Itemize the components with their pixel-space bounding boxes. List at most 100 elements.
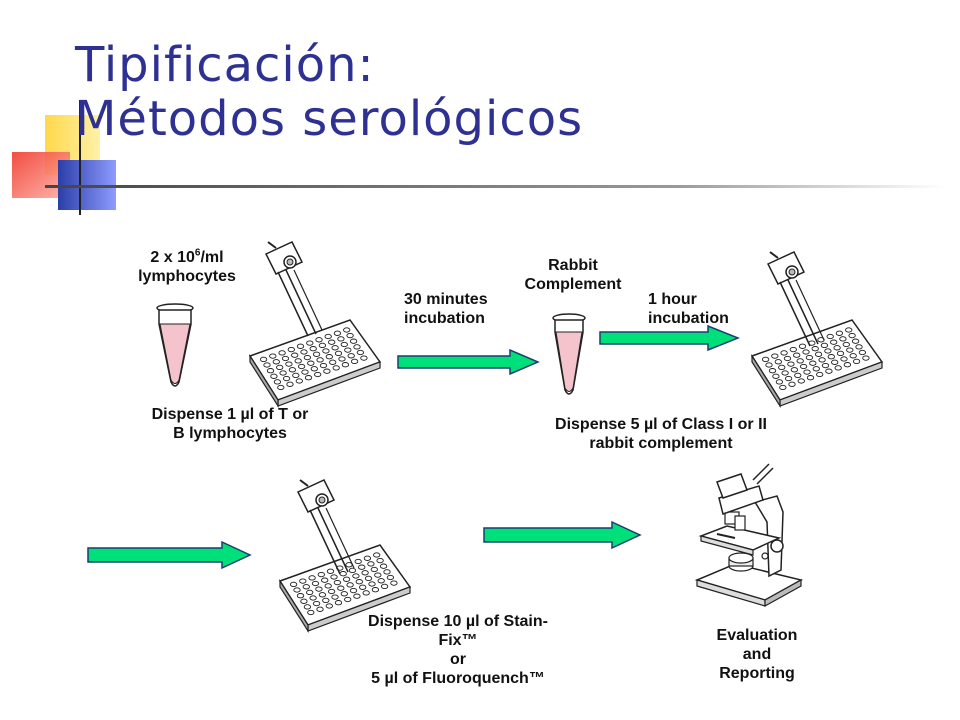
concentration-base: 2 x 10 bbox=[150, 249, 195, 266]
test-tube-complement bbox=[552, 313, 586, 395]
tray-well bbox=[337, 336, 345, 342]
pipette-head bbox=[264, 241, 304, 275]
tray-well bbox=[806, 375, 815, 381]
tray-well bbox=[379, 563, 388, 569]
tray-well bbox=[855, 344, 863, 350]
label-rabbit-complement: Rabbit Complement bbox=[505, 256, 641, 294]
tray-well bbox=[862, 355, 870, 361]
tray-well bbox=[323, 368, 331, 374]
incubation-30-line-2: incubation bbox=[404, 310, 485, 327]
tray-well bbox=[306, 340, 314, 346]
tray-well bbox=[793, 352, 801, 358]
tray-well bbox=[347, 353, 355, 359]
tray-well bbox=[809, 360, 817, 366]
slide-title: Tipificación: Métodos serológicos bbox=[75, 38, 583, 146]
tray-well bbox=[282, 375, 291, 382]
tray-well bbox=[304, 375, 313, 381]
tray-well bbox=[341, 362, 350, 368]
tray-well bbox=[342, 576, 351, 582]
tray-well bbox=[374, 572, 382, 578]
tray-well bbox=[266, 368, 275, 374]
tray-well bbox=[846, 347, 854, 353]
tray-well bbox=[352, 573, 360, 579]
tray-well bbox=[839, 336, 847, 342]
tray-well bbox=[778, 364, 786, 371]
tray-well bbox=[842, 341, 850, 348]
tray-well bbox=[350, 358, 359, 365]
tray-well bbox=[788, 381, 796, 387]
tray-well bbox=[269, 353, 277, 359]
label-incubation-30: 30 minutes incubation bbox=[404, 290, 524, 328]
tray-well bbox=[322, 348, 330, 354]
pipette-2 bbox=[766, 251, 825, 347]
pipette-head bbox=[766, 251, 806, 285]
tray-well bbox=[840, 356, 848, 362]
tray-well bbox=[361, 570, 369, 576]
tray-well bbox=[308, 575, 316, 581]
tray-well bbox=[775, 379, 784, 385]
microplate-tray-1 bbox=[248, 319, 382, 409]
pipette-tip-3 bbox=[325, 507, 355, 569]
tray-well bbox=[312, 351, 321, 357]
tray-well bbox=[315, 586, 323, 592]
tray-well bbox=[295, 378, 303, 384]
tray-well bbox=[326, 568, 335, 574]
label-lymphocyte-concentration: 2 x 106/ml lymphocytes bbox=[112, 248, 262, 286]
tray-well bbox=[334, 600, 343, 606]
tray-well bbox=[303, 604, 312, 610]
tray-well bbox=[316, 606, 324, 612]
pipette-tip-3 bbox=[293, 269, 323, 331]
tray-well bbox=[330, 574, 338, 580]
tray-side bbox=[249, 353, 279, 409]
tray-well bbox=[811, 346, 819, 352]
tray-well bbox=[316, 357, 324, 363]
tray-well bbox=[784, 375, 793, 382]
pipette-dial-center bbox=[318, 496, 326, 504]
tray-well bbox=[311, 580, 320, 587]
tray-well bbox=[293, 587, 301, 593]
tray-well bbox=[772, 373, 780, 379]
pipette-tip-1 bbox=[277, 271, 309, 337]
tray-well bbox=[306, 589, 314, 596]
tray-well bbox=[383, 569, 391, 575]
tray-well bbox=[300, 349, 308, 355]
tray-well bbox=[789, 346, 797, 353]
pipette-tip-2 bbox=[317, 507, 349, 573]
tray-well bbox=[291, 352, 299, 358]
tray-well bbox=[833, 345, 841, 351]
arrow-1 bbox=[397, 348, 540, 376]
pipette-plunger bbox=[267, 241, 277, 249]
pipette-tip-2 bbox=[787, 279, 819, 345]
tray-well bbox=[852, 358, 861, 365]
tray-well bbox=[356, 349, 365, 356]
tray-well bbox=[363, 555, 372, 561]
microscope-icon bbox=[694, 463, 804, 608]
tray-well bbox=[799, 363, 808, 370]
dispense-stain-line-2: Fix™ bbox=[438, 632, 478, 649]
tray-well bbox=[380, 583, 389, 590]
tray-well bbox=[768, 368, 777, 374]
pipette-1 bbox=[264, 241, 323, 337]
rabbit-complement-line-1: Rabbit bbox=[548, 257, 598, 274]
tray-well bbox=[314, 371, 322, 378]
label-evaluation: Evaluation and Reporting bbox=[692, 626, 822, 683]
tray-well bbox=[270, 373, 278, 379]
tray-well bbox=[780, 350, 788, 356]
tray-well bbox=[348, 567, 357, 574]
tray-well bbox=[310, 366, 318, 372]
tray-well bbox=[312, 600, 321, 607]
tray-well bbox=[353, 344, 361, 350]
tray-well bbox=[327, 588, 336, 595]
tray-well bbox=[296, 593, 305, 599]
tray-well bbox=[324, 333, 332, 340]
tray-well bbox=[371, 587, 380, 593]
tray-well bbox=[851, 338, 860, 344]
pipette-dial-center bbox=[286, 258, 294, 266]
tray-well bbox=[359, 584, 367, 590]
tray-well bbox=[322, 597, 330, 604]
tray-well bbox=[849, 353, 857, 359]
tray-side bbox=[279, 578, 309, 634]
tray-well bbox=[373, 552, 381, 558]
tray-well bbox=[368, 581, 376, 587]
tray-well bbox=[824, 348, 832, 354]
